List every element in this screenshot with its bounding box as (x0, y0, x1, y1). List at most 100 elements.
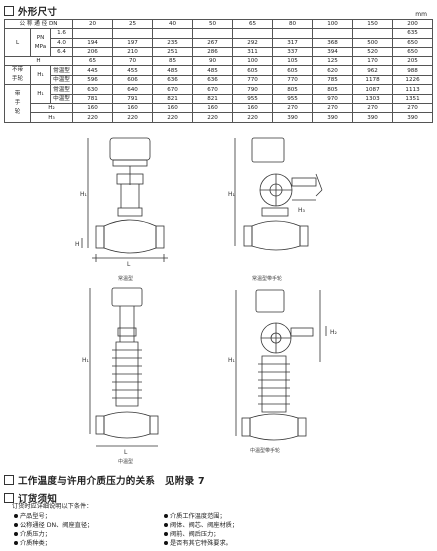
diagram-normal-handwheel (234, 137, 323, 251)
bullet-icon (14, 514, 18, 518)
dim-label-h2: H₂ (330, 329, 338, 336)
table-cell: 270 (272, 103, 314, 114)
table-cell: 160 (112, 103, 154, 114)
table-cell: 805 (272, 84, 314, 95)
table-cell: 317 (272, 37, 314, 48)
table-cell: 368 (312, 37, 354, 48)
group-label-handwheel: 带手轮 (4, 84, 31, 123)
table-cell: 170 (352, 56, 394, 67)
dim-label-l: L (127, 261, 131, 268)
table-cell: 781 (72, 93, 114, 105)
table-cell: 105 (272, 56, 314, 67)
table-cell: 455 (112, 65, 154, 76)
table-cell: 125 (312, 56, 354, 67)
table-cell: 286 (192, 46, 234, 58)
table-cell: 821 (192, 93, 234, 105)
list-item: 阀前、阀后压力； (164, 531, 220, 539)
bullet-icon (14, 523, 18, 527)
dim-label-h1: H₁ (228, 191, 236, 198)
dn-cell: 80 (272, 18, 314, 30)
table-cell: 791 (112, 93, 154, 105)
table-cell: 390 (272, 112, 314, 123)
table-cell (272, 28, 314, 39)
h1-label: H₁ (30, 84, 51, 105)
type-label: 常温型 (49, 84, 74, 95)
table-cell (152, 28, 194, 39)
table-cell: 220 (232, 112, 274, 123)
bullet-icon (14, 541, 18, 545)
section-header-temperature: 工作温度与许用介质压力的关系 见附录 7 (4, 473, 205, 487)
section-title: 工作温度与许用介质压力的关系 见附录 7 (18, 476, 205, 487)
list-item: 介质工作温度范围； (164, 513, 226, 521)
group-label-no-handwheel: 不带手轮 (4, 65, 31, 86)
pn-value: 1.6 (49, 28, 74, 39)
table-cell: 596 (72, 75, 114, 86)
type-label: 中温型 (49, 93, 74, 105)
table-cell: 160 (72, 103, 114, 114)
ordering-intro: 订货时应详细说明以下条件： (12, 503, 93, 510)
table-cell: 251 (152, 46, 194, 58)
list-item-row: 公称通径 DN、阀座直径； 阀体、阀芯、阀座材质； (14, 522, 424, 530)
table-cell: 962 (352, 65, 394, 76)
type-label: 中温型 (49, 75, 74, 86)
table-cell: 670 (152, 84, 194, 95)
dim-label-h1: H₁ (80, 191, 88, 198)
section-header-dimensions: 外形尺寸 (4, 4, 57, 18)
table-row: H₃ 220 220 220 220 220 390 390 390 390 (5, 112, 434, 123)
bullet-icon (14, 532, 18, 536)
pn-value: 6.4 (49, 46, 74, 58)
diagram-medium (89, 287, 159, 447)
table-cell: 390 (312, 112, 354, 123)
bullet-icon (164, 532, 168, 536)
table-cell: 785 (312, 75, 354, 86)
table-cell: 955 (232, 93, 274, 105)
table-cell: 220 (112, 112, 154, 123)
table-cell: 650 (392, 37, 434, 48)
table-header-row: 公 称 通 径 DN 20 25 40 50 65 80 100 150 200 (3, 18, 434, 30)
checkbox-square-icon (4, 6, 14, 16)
dim-label-h: H (75, 241, 80, 248)
table-cell: 220 (192, 112, 234, 123)
table-cell: 1226 (392, 75, 434, 86)
section-title: 订货须知 (18, 494, 58, 505)
valve-diagrams: H₁ H L 常温型 H₁ H₃ 常温型带手轮 H₁ L 中温型 H₁ H₂ 中… (75, 137, 338, 465)
dn-cell: 40 (152, 18, 194, 30)
bullet-icon (164, 514, 168, 518)
h2-label: H₂ (29, 103, 74, 114)
caption-medium: 中温型 (118, 458, 133, 465)
table-cell: 337 (272, 46, 314, 58)
table-row: H₂ 160 160 160 160 160 270 270 270 270 (5, 103, 434, 114)
h3-label: H₃ (29, 112, 74, 123)
table-cell: 90 (192, 56, 234, 67)
dn-cell: 100 (312, 18, 354, 30)
table-row: H 65 70 85 90 100 105 125 170 205 (3, 56, 434, 67)
table-cell: 390 (392, 112, 434, 123)
table-cell (192, 28, 234, 39)
table-cell: 485 (152, 65, 194, 76)
table-cell: 100 (232, 56, 274, 67)
section-title: 外形尺寸 (18, 7, 58, 18)
table-cell: 1351 (392, 93, 434, 105)
dimension-table: 公 称 通 径 DN 20 25 40 50 65 80 100 150 200… (3, 18, 434, 123)
list-item: 阀体、阀芯、阀座材质； (164, 522, 238, 530)
table-row: 中温型 596 606 636 636 770 770 785 1178 122… (5, 75, 434, 86)
table-cell: 205 (392, 56, 434, 67)
dim-label-h3: H₃ (298, 207, 306, 214)
table-cell: 520 (352, 46, 394, 58)
dn-cell: 20 (72, 18, 114, 30)
list-item-row: 介质种类； 是否有其它特殊要求。 (14, 540, 424, 548)
table-row: 6.4 206 210 251 286 311 337 394 520 650 (5, 46, 434, 58)
header-label: 公 称 通 径 DN (3, 18, 74, 30)
table-cell: 160 (232, 103, 274, 114)
l-label: L (4, 28, 31, 58)
table-cell: 670 (192, 84, 234, 95)
checkbox-square-icon (4, 475, 14, 485)
dim-label-l: L (124, 449, 128, 456)
caption-normal-handwheel: 常温型带手轮 (252, 275, 282, 282)
table-cell: 630 (72, 84, 114, 95)
table-cell (72, 28, 114, 39)
diagram-normal (81, 137, 168, 262)
table-cell: 206 (72, 46, 114, 58)
dn-cell: 65 (232, 18, 274, 30)
table-cell (312, 28, 354, 39)
